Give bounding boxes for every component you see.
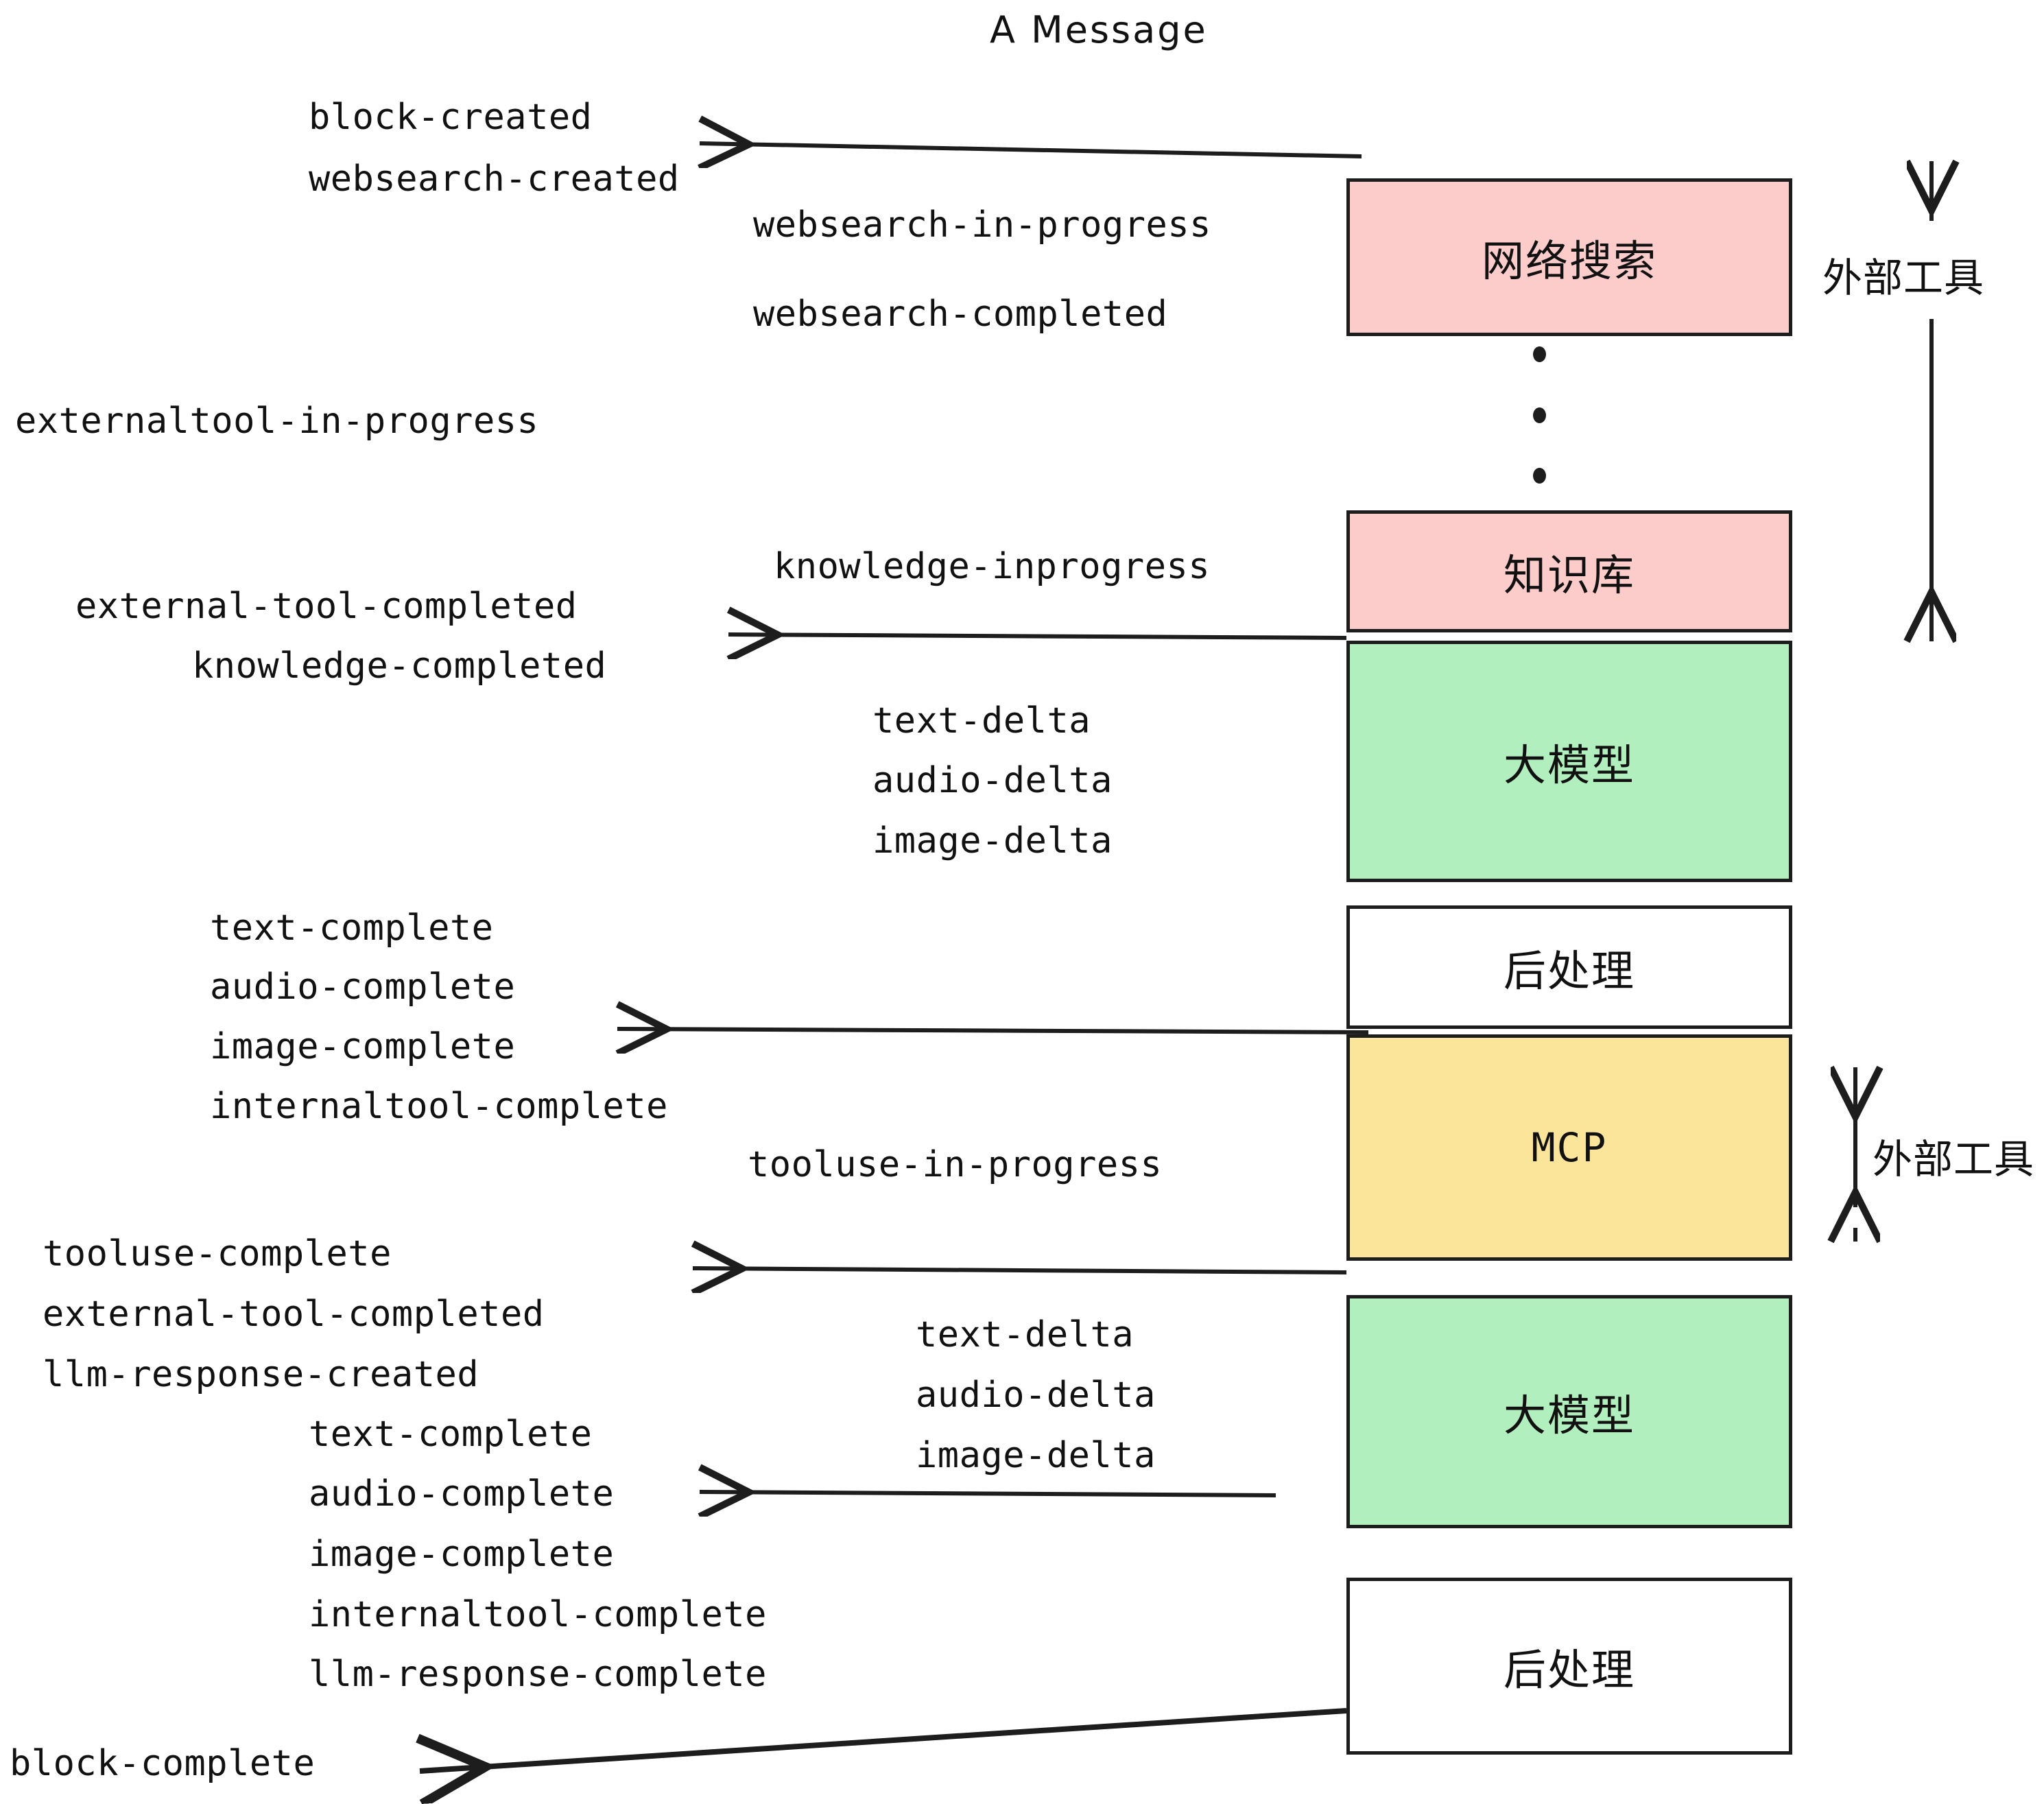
event-text-delta-2: text-delta: [916, 1314, 1134, 1355]
box-websearch-label: 网络搜索: [1481, 236, 1657, 286]
vertical-ellipsis: [1531, 346, 1547, 484]
event-llm-response-complete: llm-response-complete: [309, 1654, 767, 1695]
event-image-complete-1: image-complete: [210, 1026, 516, 1067]
event-internaltool-complete-2: internaltool-complete: [309, 1594, 767, 1635]
box-postprocess-top-label: 后处理: [1503, 946, 1635, 996]
event-websearch-created: websearch-created: [309, 158, 680, 200]
event-internaltool-complete-1: internaltool-complete: [210, 1086, 668, 1127]
event-websearch-in-progress: websearch-in-progress: [753, 204, 1211, 246]
arrow-tooluse-complete: [693, 1268, 1347, 1272]
box-llm-top-label: 大模型: [1503, 740, 1635, 790]
ellipsis-dot: [1532, 468, 1546, 484]
ellipsis-dot: [1532, 346, 1546, 362]
event-knowledge-completed: knowledge-completed: [192, 645, 607, 687]
event-external-tool-completed-2: external-tool-completed: [43, 1294, 545, 1335]
event-text-delta-1: text-delta: [872, 700, 1091, 741]
event-block-created: block-created: [309, 97, 593, 138]
event-audio-complete-1: audio-complete: [210, 966, 516, 1008]
page-title: A Message: [990, 8, 1208, 51]
event-block-complete: block-complete: [10, 1743, 316, 1784]
arrow-image-complete: [617, 1029, 1369, 1032]
external-tools-top-label: 外部工具: [1822, 254, 1985, 301]
box-websearch[interactable]: 网络搜索: [1346, 178, 1792, 336]
arrow-knowledge-completed: [728, 634, 1347, 638]
event-tooluse-in-progress: tooluse-in-progress: [748, 1144, 1163, 1185]
event-knowledge-inprogress: knowledge-inprogress: [774, 546, 1211, 587]
event-image-delta-2: image-delta: [916, 1435, 1156, 1476]
box-mcp-label: MCP: [1531, 1124, 1608, 1171]
box-postprocess-bottom-label: 后处理: [1503, 1645, 1635, 1695]
arrow-block-complete: [420, 1708, 1347, 1771]
box-knowledge[interactable]: 知识库: [1346, 510, 1792, 632]
arrow-audio-complete: [700, 1492, 1276, 1495]
event-text-complete-1: text-complete: [210, 907, 494, 949]
event-llm-response-created: llm-response-created: [43, 1354, 479, 1395]
event-externaltool-in-progress: externaltool-in-progress: [15, 401, 539, 442]
event-websearch-completed: websearch-completed: [753, 294, 1168, 335]
arrow-websearch-created: [700, 143, 1362, 156]
event-external-tool-completed-1: external-tool-completed: [75, 586, 578, 627]
box-llm-bottom[interactable]: 大模型: [1346, 1295, 1792, 1528]
event-audio-complete-2: audio-complete: [309, 1473, 615, 1515]
event-image-complete-2: image-complete: [309, 1534, 615, 1575]
event-text-complete-2: text-complete: [309, 1414, 593, 1455]
event-audio-delta-1: audio-delta: [872, 760, 1113, 801]
event-image-delta-1: image-delta: [872, 820, 1113, 862]
external-tools-bottom-label: 外部工具: [1873, 1136, 2035, 1183]
box-llm-top[interactable]: 大模型: [1346, 641, 1792, 882]
event-tooluse-complete: tooluse-complete: [43, 1233, 392, 1274]
box-llm-bottom-label: 大模型: [1503, 1390, 1635, 1440]
ellipsis-dot: [1532, 407, 1546, 423]
box-postprocess-top[interactable]: 后处理: [1346, 905, 1792, 1029]
box-postprocess-bottom[interactable]: 后处理: [1346, 1578, 1792, 1755]
event-audio-delta-2: audio-delta: [916, 1375, 1156, 1416]
box-knowledge-label: 知识库: [1503, 550, 1635, 600]
box-mcp[interactable]: MCP: [1346, 1034, 1792, 1261]
